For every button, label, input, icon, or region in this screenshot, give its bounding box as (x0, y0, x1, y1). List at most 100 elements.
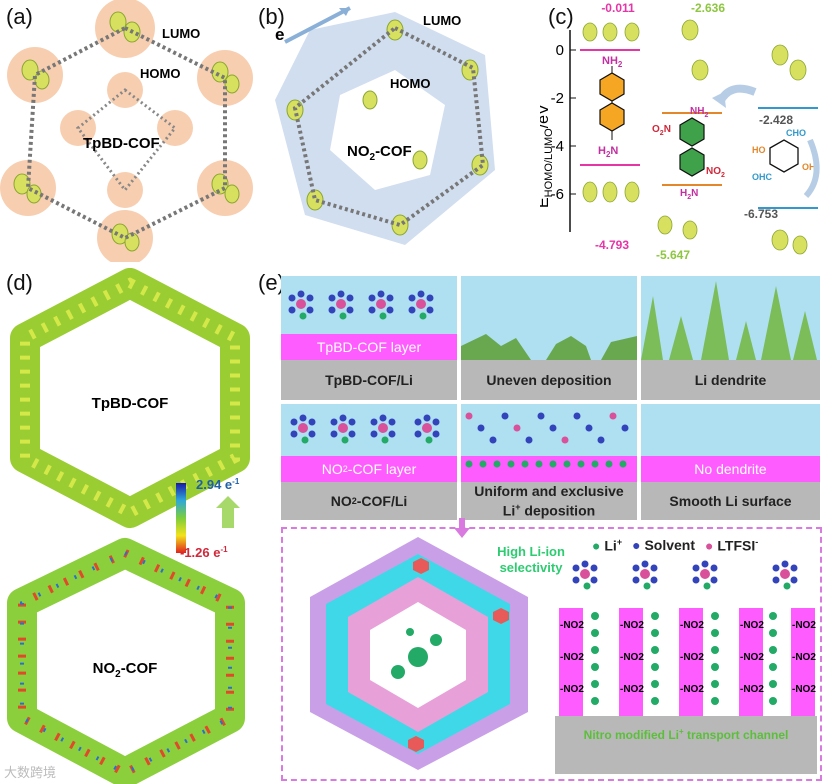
solvent-particle (573, 412, 581, 420)
ltfsi-particle (378, 423, 388, 433)
solvent-particle (650, 576, 658, 584)
no2-group-label: -NO2 (620, 652, 644, 663)
solvent-particle (572, 564, 580, 572)
li-particle (651, 680, 659, 688)
c-ylabel: E (540, 197, 552, 208)
li-particle (591, 680, 599, 688)
panel-b-electron: e (275, 25, 284, 44)
legend-li: ● Li+ (592, 537, 623, 554)
svg-text:-1.26 e-1: -1.26 e-1 (180, 545, 228, 560)
solvent-particle (379, 414, 387, 422)
solvent-particle (328, 294, 336, 302)
no2-pillar (739, 608, 763, 716)
li-particle (651, 629, 659, 637)
solvent-particle (308, 418, 316, 426)
svg-text:H2N: H2N (680, 188, 698, 201)
li-particle (703, 582, 711, 590)
e-cof-structure (310, 537, 528, 770)
solvent-particle (346, 306, 354, 314)
svg-text:EHOMO/LUMO/eV: EHOMO/LUMO/eV (540, 104, 555, 208)
li-particle (479, 460, 487, 468)
solvent-particle (328, 306, 336, 314)
c-val-tp-lumo: -2.428 (759, 113, 793, 127)
e-r2c3-sky (641, 404, 820, 456)
li-particle (769, 680, 777, 688)
ltfsi-particle (609, 412, 617, 420)
li-particle (643, 582, 651, 590)
ltfsi-particle (336, 299, 346, 309)
d-color-scale (176, 483, 186, 553)
panel-b-lumo: LUMO (423, 13, 461, 28)
e-r2c2-layer (461, 456, 637, 482)
li-particle (711, 663, 719, 671)
li-particle (605, 460, 613, 468)
panel-a-lumo: LUMO (162, 26, 200, 41)
solvent-particle (297, 290, 305, 298)
solvent-particle (417, 290, 425, 298)
no2-group-label: -NO2 (680, 652, 704, 663)
watermark: 大数跨境 (4, 765, 57, 780)
panel-a-structure: LUMO HOMO TpBD-COF (0, 0, 253, 262)
no2-pillar (559, 608, 583, 716)
e-r2c3-caption: Smooth Li surface (641, 482, 820, 520)
li-particle (299, 312, 307, 320)
panel-c-energy-diagram: 0 -2 -4 -6 EHOMO/LUMO/eV -0.011 -4.793 -… (540, 1, 820, 262)
solvent-particle (290, 430, 298, 438)
li-particle (493, 460, 501, 468)
li-particle (591, 460, 599, 468)
solvent-particle (330, 430, 338, 438)
solvent-particle (710, 576, 718, 584)
solvent-particle (306, 294, 314, 302)
ltfsi-particle (376, 299, 386, 309)
e-r1c1-layer: TpBD-COF layer (281, 334, 457, 360)
panel-b-cof-sub: 2 (370, 152, 376, 163)
no2-group-label: -NO2 (620, 620, 644, 631)
c-ytick-2: -4 (551, 138, 564, 155)
li-particle (591, 629, 599, 637)
solvent-particle (414, 430, 422, 438)
no2-pillar (619, 608, 643, 716)
c-val-no2-homo: -5.647 (656, 248, 690, 262)
no2-group-label: -NO2 (792, 652, 816, 663)
li-particle (651, 663, 659, 671)
panel-e-label: (e) (258, 270, 285, 295)
solvent-particle (489, 436, 497, 444)
li-particle (711, 680, 719, 688)
svg-text:H2N: H2N (598, 145, 618, 159)
e-r1c3-sky (641, 276, 820, 360)
e-r1c2-sky (461, 276, 637, 360)
li-particle (419, 312, 427, 320)
li-particle (339, 312, 347, 320)
e-channel-caption: Nitro modified Li+ transport channel (583, 727, 789, 742)
d-scale-max: 2.94 e (196, 477, 232, 492)
c-ylabel-unit: /eV (540, 104, 552, 128)
solvent-particle (299, 414, 307, 422)
solvent-particle (368, 294, 376, 302)
li-particle (591, 646, 599, 654)
solvent-particle (641, 560, 649, 568)
e-r2c1-sky (281, 404, 457, 456)
svg-text:O2N: O2N (652, 124, 671, 137)
e-r2c3-layer: No dendrite (641, 456, 820, 482)
c-ytick-0: 0 (556, 42, 564, 59)
svg-text:HO: HO (752, 145, 766, 155)
no2-group-label: -NO2 (560, 620, 584, 631)
c-val-bd-lumo: -0.011 (601, 1, 635, 15)
ltfsi-particle (780, 569, 790, 579)
svg-text:NO2-COF: NO2-COF (93, 660, 158, 680)
legend-ltfsi: ● LTFSI- (705, 537, 759, 554)
li-particle (381, 436, 389, 444)
li-particle (651, 646, 659, 654)
li-particle (577, 460, 585, 468)
li-particle (425, 436, 433, 444)
solvent-particle (346, 294, 354, 302)
solvent-particle (308, 430, 316, 438)
solvent-particle (597, 436, 605, 444)
e-r1c1-sky (281, 276, 457, 334)
solvent-particle (348, 430, 356, 438)
solvent-particle (710, 564, 718, 572)
solvent-particle (692, 576, 700, 584)
li-particle (769, 697, 777, 705)
